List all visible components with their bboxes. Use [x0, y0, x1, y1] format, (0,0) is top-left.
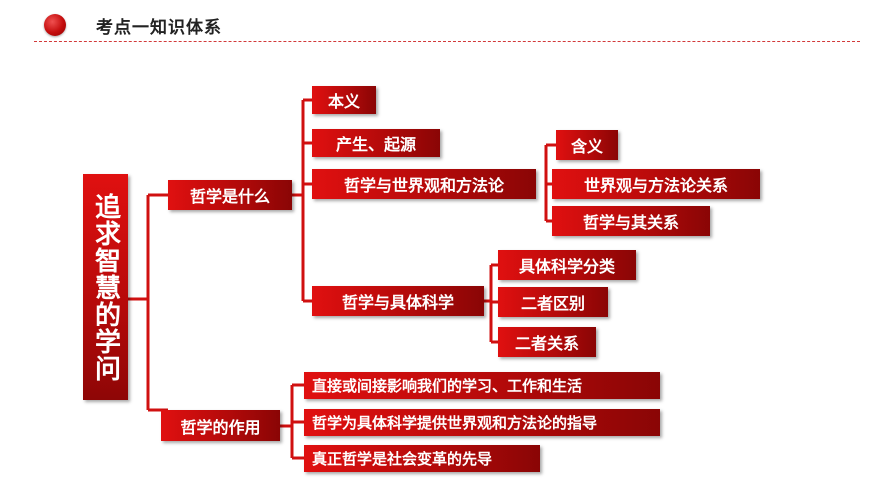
node-difference: 二者区别 — [498, 287, 608, 317]
node-role-item-3: 真正哲学是社会变革的先导 — [304, 445, 540, 472]
root-node: 追求智慧的学问 — [83, 174, 128, 400]
node-role-item-1: 直接或间接影响我们的学习、工作和生活 — [304, 372, 660, 399]
connector-worldview — [544, 143, 556, 223]
node-specific-science: 哲学与具体科学 — [312, 286, 484, 316]
node-origin: 产生、起源 — [312, 129, 440, 157]
node-role-item-2: 哲学为具体科学提供世界观和方法论的指导 — [304, 409, 660, 436]
node-what-is-philosophy: 哲学是什么 — [168, 180, 292, 210]
node-benyi: 本义 — [312, 86, 376, 114]
header-bullet-icon — [44, 14, 66, 36]
header-divider — [34, 41, 860, 42]
node-science-categories: 具体科学分类 — [498, 250, 636, 280]
connector-role — [280, 383, 304, 460]
root-label: 追求智慧的学问 — [90, 192, 121, 382]
node-philosophy-relation: 哲学与其关系 — [552, 206, 710, 236]
node-meaning: 含义 — [556, 130, 618, 160]
connector-root — [128, 193, 168, 412]
node-relationship: 二者关系 — [498, 327, 596, 357]
connector-science — [484, 263, 498, 344]
node-worldview-methodology: 哲学与世界观和方法论 — [312, 169, 536, 199]
node-role-of-philosophy: 哲学的作用 — [161, 410, 280, 441]
connector-what — [292, 98, 312, 303]
node-worldview-relation: 世界观与方法论关系 — [552, 169, 760, 199]
page-title: 考点一知识体系 — [96, 18, 222, 38]
